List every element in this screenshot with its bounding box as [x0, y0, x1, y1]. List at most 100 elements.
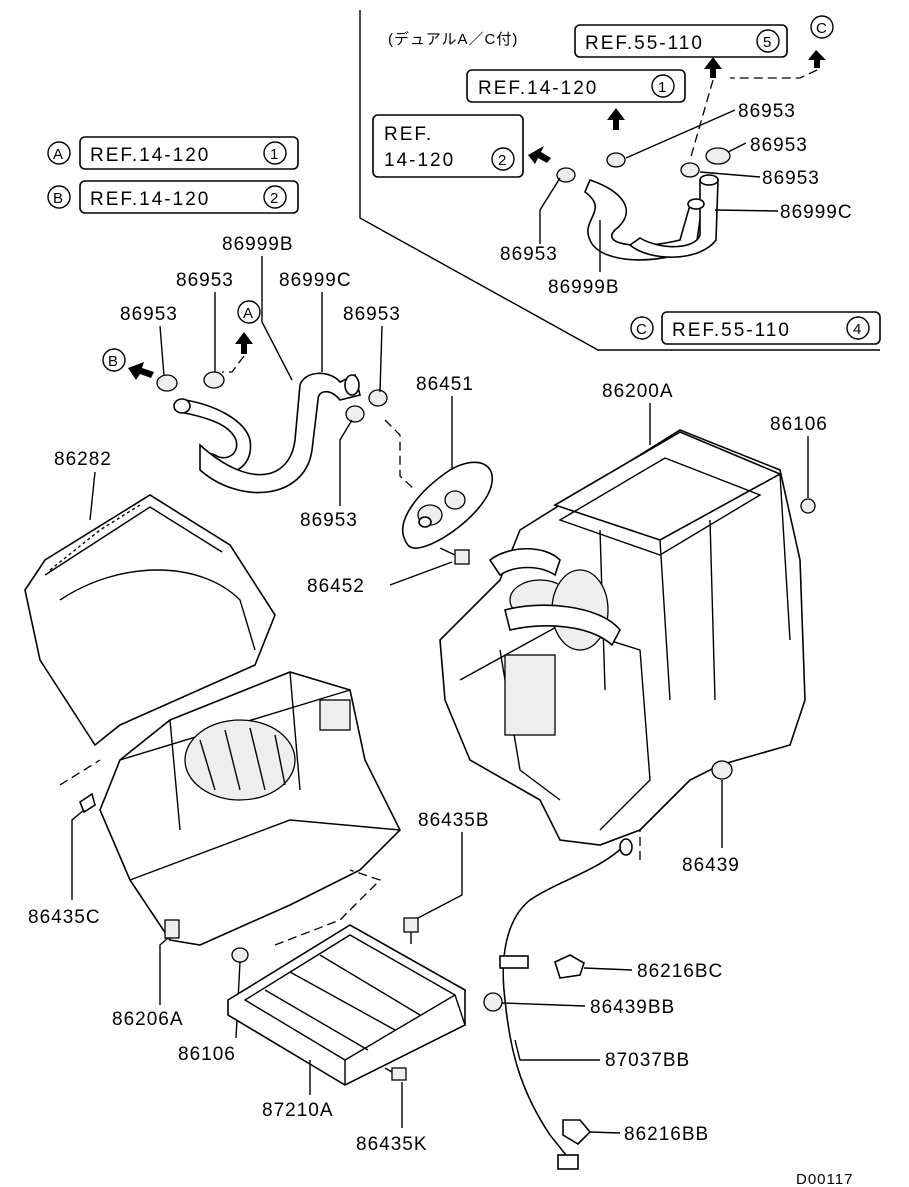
air-filter-87210A — [227, 924, 466, 1086]
ref-circle-5 — [756, 29, 780, 53]
label-86106-b: 86106 — [178, 1044, 236, 1065]
label-86216BC: 86216BC — [637, 961, 723, 982]
ref-circle-1-num: 1 — [658, 79, 667, 96]
callout-b-letter: B — [108, 353, 119, 370]
diagram-id: D00117 — [796, 1171, 853, 1187]
hose-86999C — [199, 372, 361, 494]
label-inset-hose-b: 86999B — [548, 277, 620, 298]
inset-hose-assembly — [556, 147, 731, 261]
ref-14-120-2-line1: REF. — [384, 124, 433, 145]
arrow-up-icon — [235, 332, 253, 354]
label-86953-b: 86953 — [120, 304, 178, 325]
screw-86435B — [403, 917, 419, 944]
leader-ref-5 — [689, 79, 714, 161]
label-86200A: 86200A — [602, 381, 674, 402]
label-86953-c: 86953 — [343, 304, 401, 325]
label-inset-clamp-1: 86953 — [738, 101, 796, 122]
ref-box-55-110-5 — [574, 24, 788, 58]
clamp-icon — [156, 374, 178, 392]
inset-hose-86999C — [628, 179, 719, 258]
arrow-up-icon — [808, 50, 826, 68]
clip-86106-b — [231, 947, 249, 963]
label-86999C: 86999C — [279, 270, 352, 291]
legend-a: A REF.14-120 1 — [47, 136, 299, 170]
grommet-86451 — [402, 461, 493, 549]
clamp-icon — [345, 405, 365, 423]
label-inset-clamp-3: 86953 — [762, 168, 820, 189]
ref-14-120-1-text: REF.14-120 — [478, 78, 598, 99]
clamp-icon — [368, 389, 388, 407]
label-86435B: 86435B — [418, 810, 490, 831]
callout-c-top-letter: C — [816, 20, 828, 37]
ref-box-14-120-2 — [372, 114, 524, 178]
callout-b — [102, 348, 126, 372]
label-86216BB: 86216BB — [624, 1124, 709, 1145]
inset-note: (デュアルA／C付) — [388, 30, 518, 48]
legend-c-letter: C — [636, 321, 648, 338]
heater-unit-86200A — [439, 429, 806, 846]
label-87210A: 87210A — [262, 1100, 334, 1121]
leader-c-top — [730, 69, 818, 79]
legend-b-letter: B — [53, 190, 64, 207]
screw-86452 — [439, 547, 470, 565]
label-86953-d: 86953 — [300, 510, 358, 531]
inset-hose-86999B — [584, 179, 703, 261]
bracket-86216BC — [554, 954, 585, 979]
label-inset-clamp-4: 86953 — [500, 244, 558, 265]
label-inset-hose-c: 86999C — [780, 202, 853, 223]
clamp-icon — [680, 162, 700, 178]
legend-b-text: REF.14-120 — [90, 189, 210, 210]
label-86452: 86452 — [307, 576, 365, 597]
label-87037BB: 87037BB — [605, 1050, 690, 1071]
grommet-86439BB — [483, 992, 503, 1012]
label-86282: 86282 — [54, 449, 112, 470]
label-86206A: 86206A — [112, 1009, 184, 1030]
ref-55-110-5-text: REF.55-110 — [585, 33, 704, 54]
clamp-icon — [203, 371, 225, 389]
nut-86439 — [711, 760, 733, 780]
bracket-86216BB — [562, 1119, 592, 1146]
ref-circle-1 — [651, 74, 675, 98]
legend-b-circle: 2 — [270, 190, 279, 207]
clamp-icon — [556, 167, 576, 183]
label-86106-a: 86106 — [770, 414, 828, 435]
legend-a-circle: 1 — [270, 146, 279, 163]
inset-border — [359, 10, 880, 351]
heater-hoses — [156, 371, 388, 494]
drain-hose-87037BB — [483, 838, 633, 1170]
legend-b: B REF.14-120 2 — [47, 180, 299, 214]
ref-circle-5-num: 5 — [763, 34, 772, 51]
legend-a-text: REF.14-120 — [90, 145, 210, 166]
label-inset-clamp-2: 86953 — [750, 135, 808, 156]
legend-c-text: REF.55-110 — [672, 320, 791, 341]
blower-unit-86206A — [99, 671, 401, 946]
arrow-up-icon — [607, 108, 625, 130]
label-86451: 86451 — [416, 374, 474, 395]
screw-86435K — [384, 1067, 407, 1081]
label-86435K: 86435K — [356, 1134, 428, 1155]
inset-panel: (デュアルA／C付) REF.55-110 5 C REF.14-120 1 R… — [359, 10, 880, 351]
arrow-left-icon — [528, 146, 551, 164]
clamp-icon — [606, 152, 626, 168]
label-86439BB: 86439BB — [590, 997, 675, 1018]
label-86999B: 86999B — [222, 234, 294, 255]
clip-86106-a — [800, 498, 816, 514]
label-86953-a: 86953 — [176, 270, 234, 291]
arrow-left-icon — [128, 362, 154, 380]
clamp-icon — [705, 147, 731, 165]
callout-a — [237, 300, 261, 324]
blower-cover-86282 — [24, 494, 276, 747]
label-86439: 86439 — [682, 855, 740, 876]
ref-14-120-2-line2: 14-120 — [384, 150, 455, 171]
legend-c: C REF.55-110 4 — [630, 311, 881, 345]
callout-a-letter: A — [243, 305, 254, 322]
legend-a-letter: A — [53, 146, 64, 163]
arrow-up-icon — [704, 57, 722, 78]
ref-circle-2 — [491, 147, 515, 171]
legend-c-circle: 4 — [853, 321, 862, 338]
ref-circle-2-num: 2 — [498, 152, 507, 169]
callout-c-top — [810, 15, 834, 39]
label-86435C: 86435C — [28, 907, 101, 928]
